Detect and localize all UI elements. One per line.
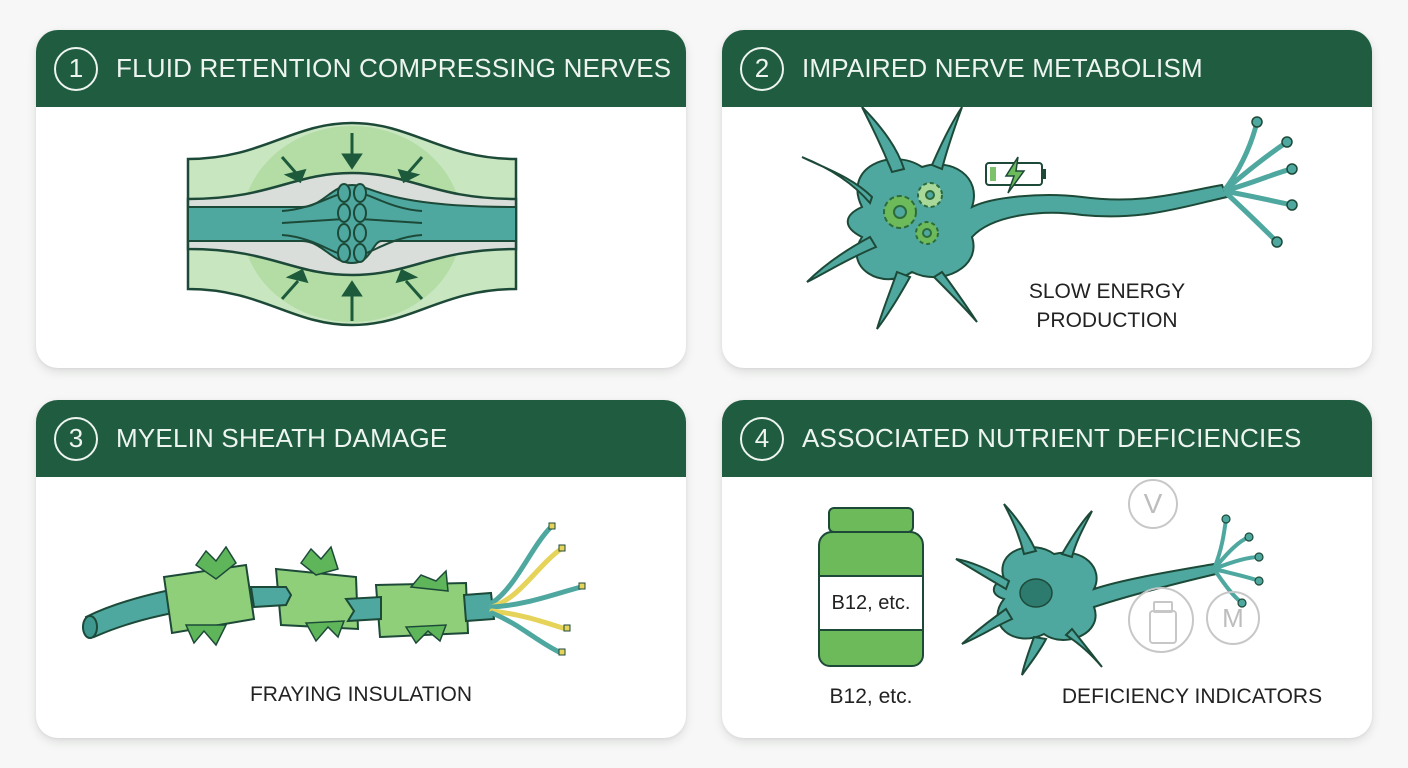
bottle-label: B12, etc.	[820, 575, 922, 631]
panel-number-badge: 3	[54, 416, 98, 461]
bottle-caption: B12, etc.	[829, 685, 913, 708]
panel-title: ASSOCIATED NUTRIENT DEFICIENCIES	[802, 423, 1302, 453]
panel-body: B12, etc. V	[722, 477, 1372, 738]
low-battery-icon	[985, 156, 1046, 194]
panel-number-badge: 1	[54, 46, 98, 91]
panel-title: FLUID RETENTION COMPRESSING NERVES	[116, 53, 672, 83]
panel-title: MYELIN SHEATH DAMAGE	[116, 423, 448, 453]
gear-icon	[883, 182, 943, 245]
neuron-illustration	[955, 503, 1264, 676]
panel-body: SLOW ENERGY PRODUCTION	[722, 106, 1372, 368]
mineral-m-icon: M	[1206, 591, 1260, 645]
panel-caption: SLOW ENERGY PRODUCTION	[1028, 280, 1186, 332]
panel-header: 3 MYELIN SHEATH DAMAGE	[36, 400, 686, 477]
panel-nutrient-deficiencies: 4 ASSOCIATED NUTRIENT DEFICIENCIES B12, …	[722, 400, 1372, 738]
supplement-bottle-icon: B12, etc.	[818, 507, 924, 667]
panel-title: IMPAIRED NERVE METABOLISM	[802, 53, 1203, 83]
panel-body	[36, 107, 686, 368]
panel-caption: FRAYING INSULATION	[249, 683, 473, 706]
compressed-nerve-illustration	[186, 121, 518, 327]
panel-body: FRAYING INSULATION	[36, 477, 686, 738]
panel-myelin-damage: 3 MYELIN SHEATH DAMAGE	[36, 400, 686, 738]
panel-number-badge: 4	[740, 416, 784, 461]
bottle-indicator-icon	[1128, 587, 1194, 653]
panel-header: 1 FLUID RETENTION COMPRESSING NERVES	[36, 30, 686, 107]
neuron-illustration	[801, 106, 1298, 330]
compression-arrow-icon	[280, 133, 424, 321]
panel-nerve-metabolism: 2 IMPAIRED NERVE METABOLISM	[722, 30, 1372, 368]
deficiency-caption: DEFICIENCY INDICATORS	[1061, 685, 1323, 708]
panel-number-badge: 2	[740, 46, 784, 91]
panel-fluid-retention: 1 FLUID RETENTION COMPRESSING NERVES	[36, 30, 686, 368]
vitamin-v-icon: V	[1128, 479, 1178, 529]
frayed-cable-illustration	[82, 522, 586, 656]
panel-header: 4 ASSOCIATED NUTRIENT DEFICIENCIES	[722, 400, 1372, 477]
panel-header: 2 IMPAIRED NERVE METABOLISM	[722, 30, 1372, 107]
